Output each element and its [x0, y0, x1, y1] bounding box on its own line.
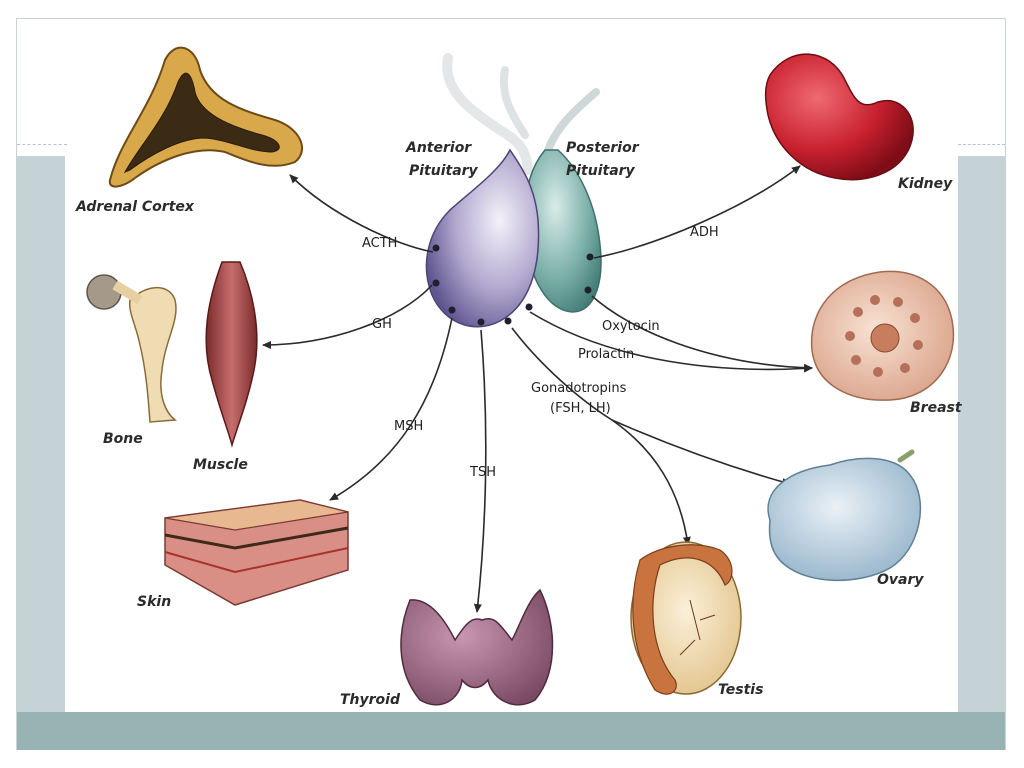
anterior-lobe: [425, 148, 540, 328]
organ-testis: Testis: [718, 682, 763, 698]
arrow-msh: [329, 317, 453, 501]
hormone-prolactin: Prolactin: [578, 347, 634, 362]
organ-skin: Skin: [137, 594, 171, 610]
arrow-gonadotropins-stem: [511, 327, 613, 421]
organ-muscle: Muscle: [193, 457, 248, 473]
kidney-illustration: [764, 53, 914, 181]
dashed-rule-right: [958, 144, 1005, 145]
hormone-gonadotropins: Gonadotropins (FSH, LH): [531, 381, 631, 416]
posterior-pituitary-label: Posterior Pituitary: [566, 140, 644, 179]
hormone-adh: ADH: [690, 225, 719, 240]
arrow-acth: [289, 174, 434, 253]
organ-bone: Bone: [103, 431, 143, 447]
arrow-prolactin: [529, 311, 813, 373]
testis-illustration: [630, 541, 742, 695]
arrow-gh: [262, 284, 433, 349]
dashed-rule-left: [17, 144, 67, 145]
arrow-tsh: [473, 329, 487, 613]
side-band-left: [17, 156, 65, 712]
arrow-adh: [593, 165, 801, 259]
organ-adrenal-cortex: Adrenal Cortex: [75, 199, 195, 215]
arrow-gonadotropins-ovary: [611, 419, 791, 486]
bottom-band: [17, 712, 1005, 750]
thyroid-illustration: [400, 588, 554, 706]
arrow-oxytocin: [591, 295, 813, 372]
hormone-msh: MSH: [394, 419, 423, 434]
bone-illustration: [86, 274, 177, 423]
hormone-acth: ACTH: [362, 236, 397, 251]
hormone-oxytocin: Oxytocin: [602, 319, 660, 334]
side-band-right: [958, 156, 1005, 712]
organ-ovary: Ovary: [877, 572, 924, 588]
organ-kidney: Kidney: [898, 176, 953, 192]
hormone-gh: GH: [372, 317, 392, 332]
muscle-illustration: [205, 261, 258, 448]
arrow-gonadotropins-testis: [611, 419, 691, 546]
hormone-tsh: TSH: [469, 465, 496, 480]
organ-breast: Breast: [910, 400, 963, 416]
pituitary-gland: [425, 53, 602, 328]
breast-illustration: [810, 270, 955, 401]
skin-illustration: [164, 499, 349, 606]
anterior-pituitary-label: Anterior Pituitary: [405, 140, 479, 179]
ovary-illustration: [767, 449, 922, 582]
adrenal-cortex-illustration: [108, 46, 304, 188]
hormone-arrows: [262, 165, 813, 613]
organ-thyroid: Thyroid: [340, 692, 401, 708]
